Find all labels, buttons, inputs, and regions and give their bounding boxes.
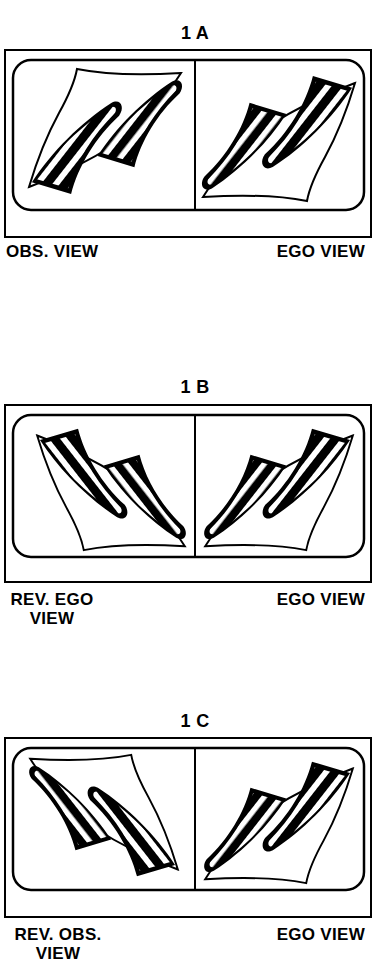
view-label: EGO VIEW <box>205 242 365 261</box>
view-label: OBS. VIEW <box>6 242 186 261</box>
panel-heading: 1 C <box>140 712 250 731</box>
view-label: EGO VIEW <box>205 590 365 609</box>
view-label: EGO VIEW <box>205 925 365 944</box>
panel-heading: 1 B <box>140 378 250 397</box>
view-label: REV. EGO VIEW <box>2 590 102 628</box>
panel-heading: 1 A <box>140 24 250 43</box>
view-label: REV. OBS. VIEW <box>2 925 114 963</box>
